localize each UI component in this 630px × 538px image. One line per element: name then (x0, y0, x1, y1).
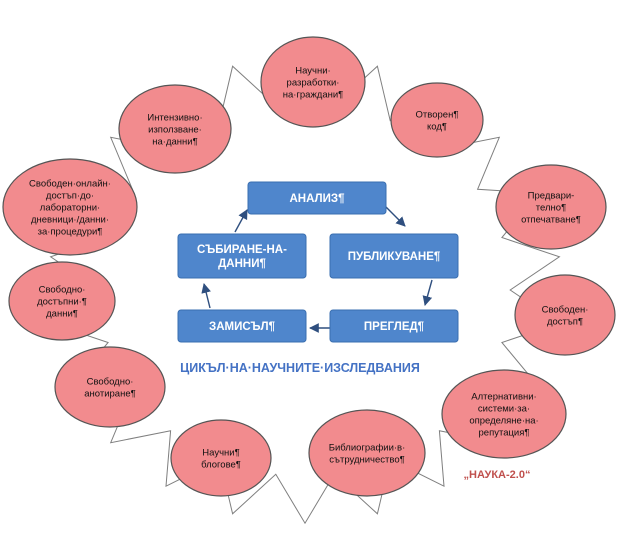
science-2-0-items: Научни·разработки·на·граждани¶ Отворен¶ко… (2, 36, 616, 497)
item-open-lab-notebooks-label: достъп·до· (46, 191, 94, 202)
stage-concept-box (177, 309, 307, 343)
item-open-data-label: Свободно· (39, 285, 86, 296)
item-science-blogs-label: Научни¶ (202, 448, 239, 459)
item-open-data: Свободно·достъпни·¶данни¶ (8, 261, 116, 341)
item-open-annotation: Свободно·анотиране¶ (54, 346, 166, 428)
arrow-data-to-analysis (234, 209, 248, 233)
item-collaborative-bibliographies-oval (308, 409, 426, 497)
item-citizen-science: Научни·разработки·на·граждани¶ (260, 36, 366, 128)
item-open-access: Свободен·достъп¶ (514, 274, 616, 356)
item-open-access-label: Свободен· (542, 305, 589, 316)
stage-concept-label: ЗАМИСЪЛ¶ (209, 321, 276, 333)
item-data-intensive-use-label: на·данни¶ (152, 137, 197, 148)
item-open-lab-notebooks-label: за·процедури¶ (38, 227, 103, 238)
item-citizen-science-oval (260, 36, 366, 128)
stage-analysis-label: АНАЛИЗ¶ (290, 193, 346, 205)
stage-review-label: ПРЕГЛЕД¶ (364, 321, 425, 333)
item-preprint-label: отпечатване¶ (521, 215, 581, 226)
item-citizen-science-label: на·граждани¶ (283, 90, 344, 101)
stage-review: ПРЕГЛЕД¶ (329, 309, 459, 343)
stage-analysis: АНАЛИЗ¶ (247, 181, 387, 215)
item-data-intensive-use-label: Интензивно· (147, 113, 202, 124)
stage-data-collection-label: СЪБИРАНЕ-НА- (197, 244, 287, 256)
item-data-intensive-use-oval (118, 84, 232, 174)
item-alternative-reputation-systems-label: Алтернативни· (471, 392, 536, 403)
stage-data-collection-label: ДАННИ¶ (218, 258, 266, 270)
item-citizen-science-label: Научни· (295, 66, 330, 77)
item-citizen-science-label: разработки· (287, 78, 340, 89)
item-data-intensive-use-label: използване· (148, 125, 202, 136)
item-open-source-label: Отворен¶ (416, 110, 459, 121)
item-science-blogs-oval (170, 419, 272, 497)
arrow-publishing-to-review (422, 279, 433, 306)
stage-analysis-box (247, 181, 387, 215)
item-open-lab-notebooks: Свободен·онлайн·достъп·до·лабораторни·дн… (2, 158, 138, 256)
item-open-data-label: достъпни·¶ (37, 297, 87, 308)
item-open-access-label: достъп¶ (547, 317, 583, 328)
item-preprint-oval (495, 164, 607, 250)
stage-data-collection-box (177, 233, 307, 279)
item-alternative-reputation-systems: Алтернативни·системи·за·определяне·на·ре… (441, 369, 567, 459)
stage-publishing-label: ПУБЛИКУВАНЕ¶ (348, 251, 441, 263)
item-open-source-label: код¶ (427, 122, 447, 133)
item-preprint-label: телно¶ (536, 203, 566, 214)
item-science-blogs-label: блогове¶ (201, 460, 241, 471)
item-open-lab-notebooks-label: лабораторни· (40, 203, 100, 214)
arrow-concept-to-data (201, 283, 211, 309)
cycle-stages: АНАЛИЗ¶ ПУБЛИКУВАНЕ¶ ПРЕГЛЕД¶ ЗАМИСЪЛ¶ СЪБИР… (177, 181, 459, 343)
item-collaborative-bibliographies: Библиографии·в·сътрудничество¶ (308, 409, 426, 497)
item-alternative-reputation-systems-label: системи·за· (478, 404, 530, 415)
item-open-annotation-oval (54, 346, 166, 428)
cycle-title: ЦИКЪЛ·НА·НАУЧНИТЕ·ИЗСЛЕДВАНИЯ (180, 361, 420, 375)
item-open-lab-notebooks-oval (2, 158, 138, 256)
stage-concept: ЗАМИСЪЛ¶ (177, 309, 307, 343)
item-open-source: Отворен¶код¶ (390, 82, 484, 158)
science-2-0-tag: „НАУКА-2.0“ (464, 469, 531, 481)
item-open-lab-notebooks-label: дневници·/данни· (31, 215, 109, 226)
item-open-source-oval (390, 82, 484, 158)
stage-publishing: ПУБЛИКУВАНЕ¶ (329, 233, 459, 279)
item-alternative-reputation-systems-label: определяне·на· (469, 416, 538, 427)
stage-review-box (329, 309, 459, 343)
item-collaborative-bibliographies-label: Библиографии·в· (329, 443, 406, 454)
item-open-lab-notebooks-label: Свободен·онлайн· (29, 179, 111, 190)
item-science-blogs: Научни¶блогове¶ (170, 419, 272, 497)
stage-data-collection: СЪБИРАНЕ-НА- ДАННИ¶ (177, 233, 307, 279)
item-preprint: Предвари-телно¶отпечатване¶ (495, 164, 607, 250)
cycle-arrows (201, 206, 433, 333)
item-alternative-reputation-systems-label: репутация¶ (479, 428, 530, 439)
arrow-analysis-to-publishing (385, 206, 406, 227)
item-open-annotation-label: Свободно· (87, 377, 134, 388)
item-open-data-oval (8, 261, 116, 341)
item-open-access-oval (514, 274, 616, 356)
item-preprint-label: Предвари- (528, 191, 575, 202)
item-collaborative-bibliographies-label: сътрудничество¶ (329, 455, 404, 466)
item-open-annotation-label: анотиране¶ (84, 389, 135, 400)
item-data-intensive-use: Интензивно·използване·на·данни¶ (118, 84, 232, 174)
item-alternative-reputation-systems-oval (441, 369, 567, 459)
item-open-data-label: данни¶ (46, 309, 78, 320)
stage-publishing-box (329, 233, 459, 279)
